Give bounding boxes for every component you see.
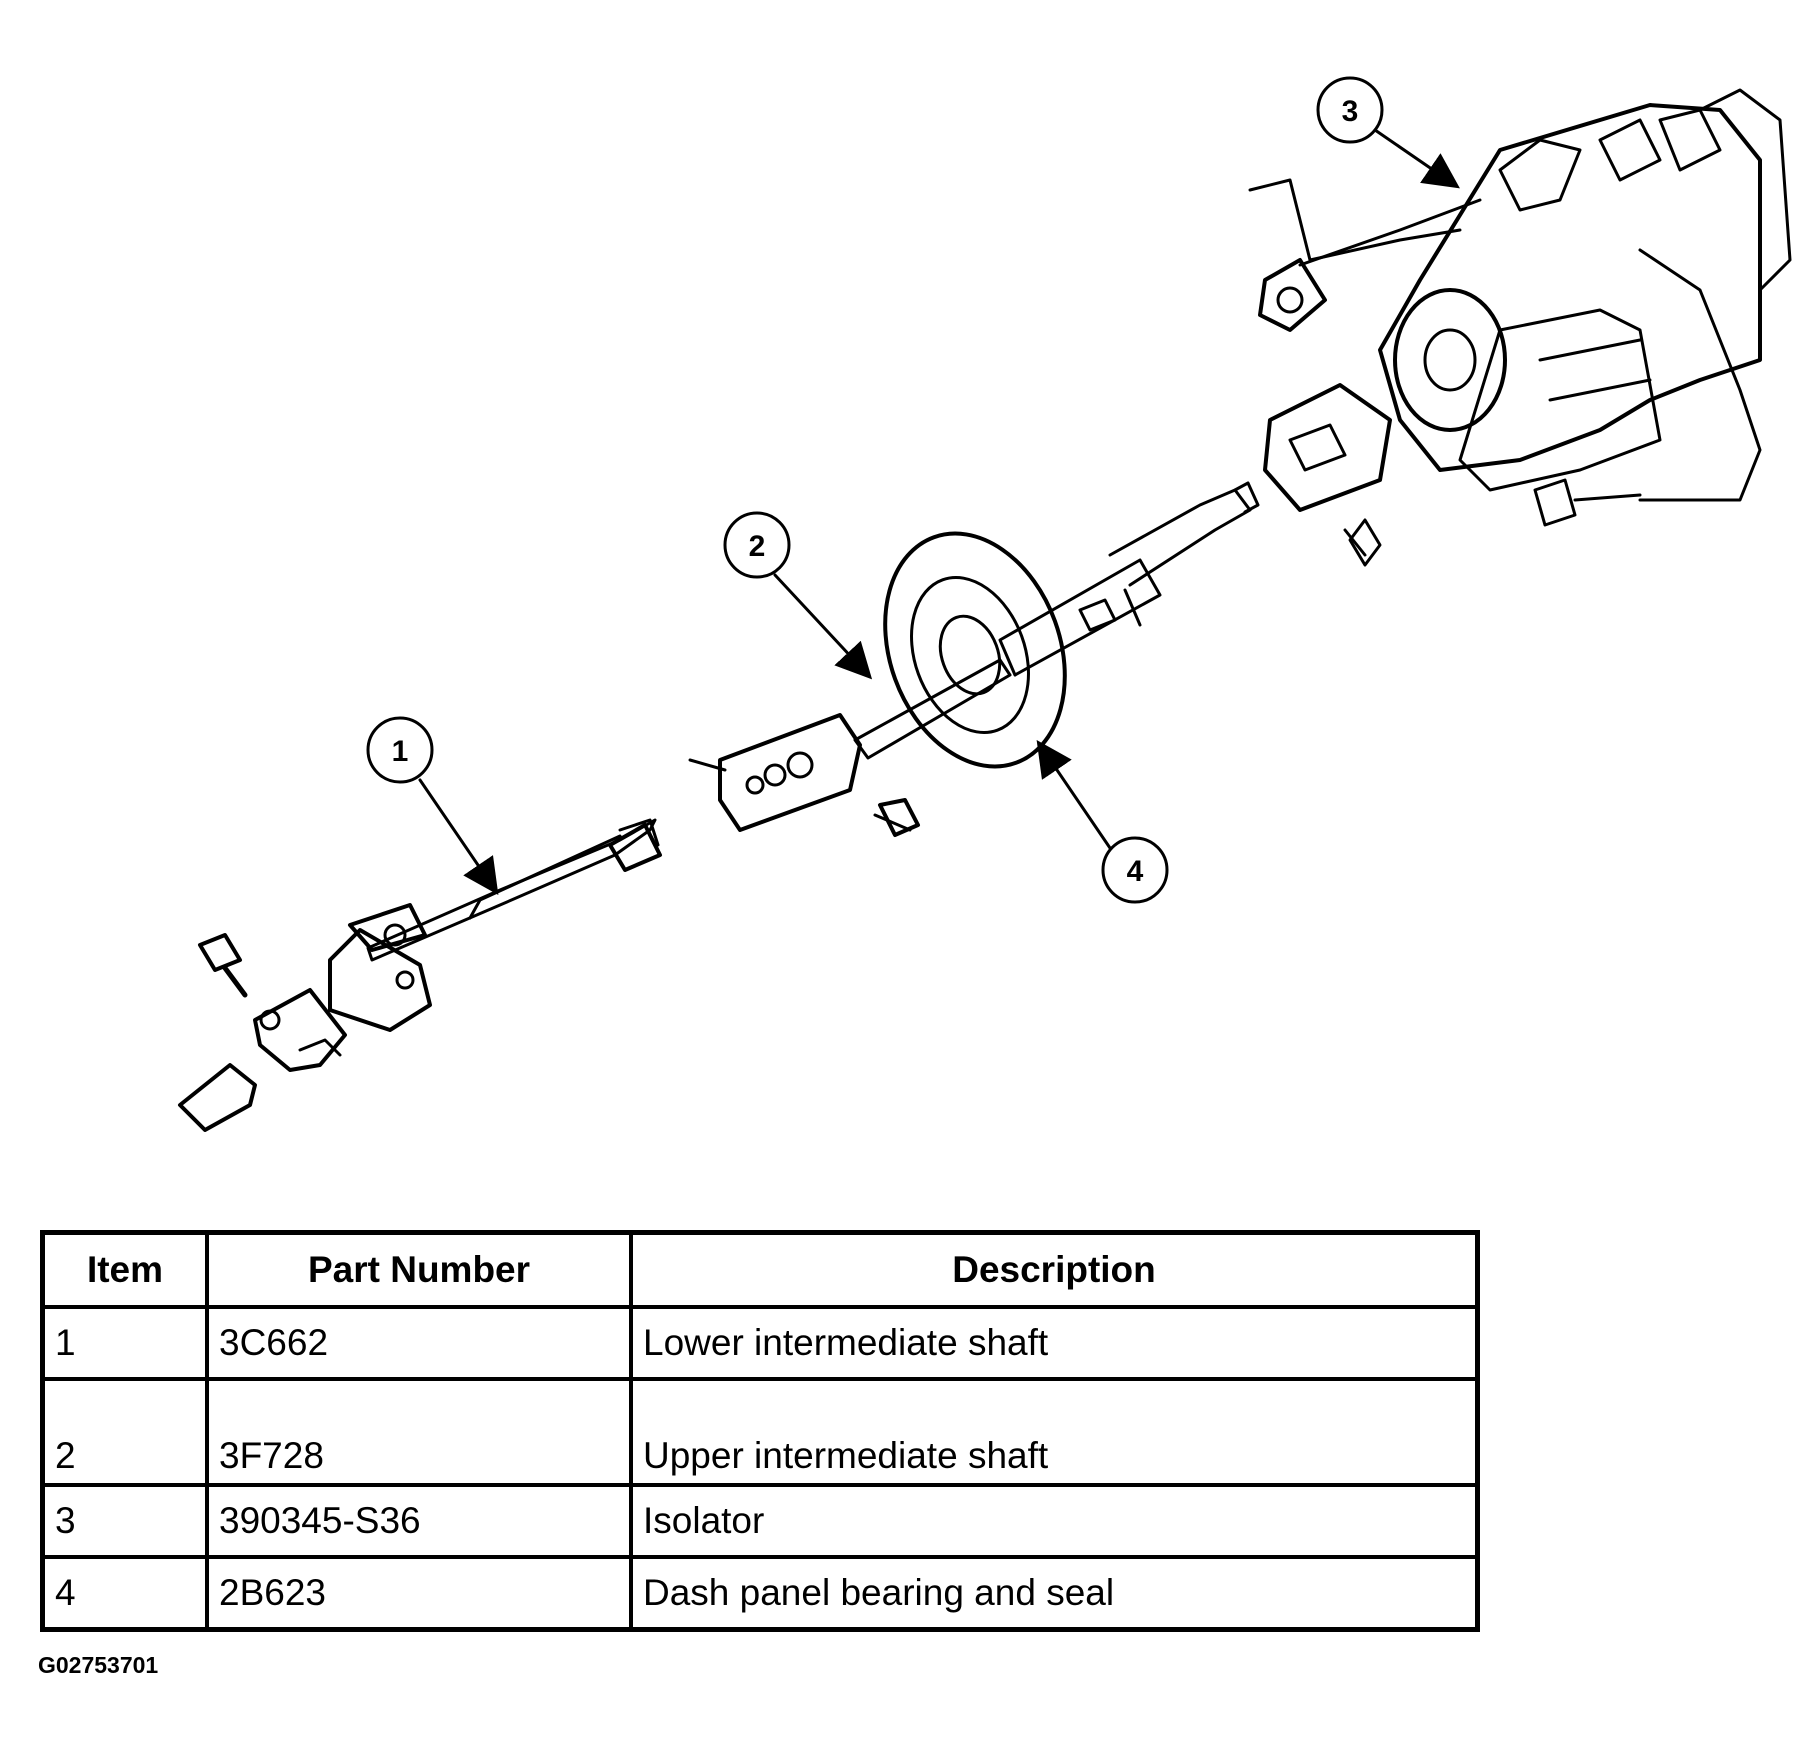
upper-shaft-yoke — [688, 713, 862, 832]
steering-column-assembly — [1248, 88, 1792, 567]
cell-item: 3 — [40, 1483, 209, 1559]
cell-item: 2 — [40, 1377, 209, 1487]
cell-item: 4 — [40, 1555, 209, 1632]
exploded-view-drawing: 1 2 3 4 — [178, 76, 1792, 1132]
lower-intermediate-shaft — [253, 818, 662, 1072]
callout-3 — [1316, 76, 1460, 189]
lower-shaft-bolt — [198, 933, 248, 998]
callout-4-label: 4 — [1127, 855, 1144, 888]
cell-part-number: 390345-S36 — [205, 1483, 633, 1559]
header-item: Item — [40, 1230, 209, 1309]
upper-shaft-bolt — [873, 798, 920, 837]
parts-table: Item Part Number Description 1 3C662 Low… — [40, 1230, 1480, 1632]
cell-part-number: 3C662 — [205, 1305, 633, 1381]
header-description: Description — [629, 1230, 1480, 1309]
cell-description: Lower intermediate shaft — [629, 1305, 1480, 1381]
lower-shaft-coupler — [178, 1063, 257, 1132]
cell-part-number: 2B623 — [205, 1555, 633, 1632]
upper-intermediate-shaft — [853, 481, 1260, 760]
callout-1-label: 1 — [392, 735, 409, 768]
cell-description: Upper intermediate shaft — [629, 1377, 1480, 1487]
callout-1 — [366, 716, 499, 895]
callout-3-label: 3 — [1342, 95, 1359, 128]
cell-description: Dash panel bearing and seal — [629, 1555, 1480, 1632]
callout-2 — [723, 511, 873, 680]
table-row: 2 3F728 Upper intermediate shaft — [40, 1377, 1480, 1487]
cell-item: 1 — [40, 1305, 209, 1381]
table-row: 1 3C662 Lower intermediate shaft — [40, 1305, 1480, 1381]
callout-4 — [1036, 740, 1169, 904]
figure-id: G02753701 — [38, 1652, 159, 1678]
table-row: 4 2B623 Dash panel bearing and seal — [40, 1555, 1480, 1632]
dash-panel-bearing — [883, 531, 1067, 769]
table-header-row: Item Part Number Description — [40, 1230, 1480, 1309]
header-part-number: Part Number — [205, 1230, 633, 1309]
cell-description: Isolator — [629, 1483, 1480, 1559]
table-row: 3 390345-S36 Isolator — [40, 1483, 1480, 1559]
cell-part-number: 3F728 — [205, 1377, 633, 1487]
callout-2-label: 2 — [749, 530, 766, 563]
